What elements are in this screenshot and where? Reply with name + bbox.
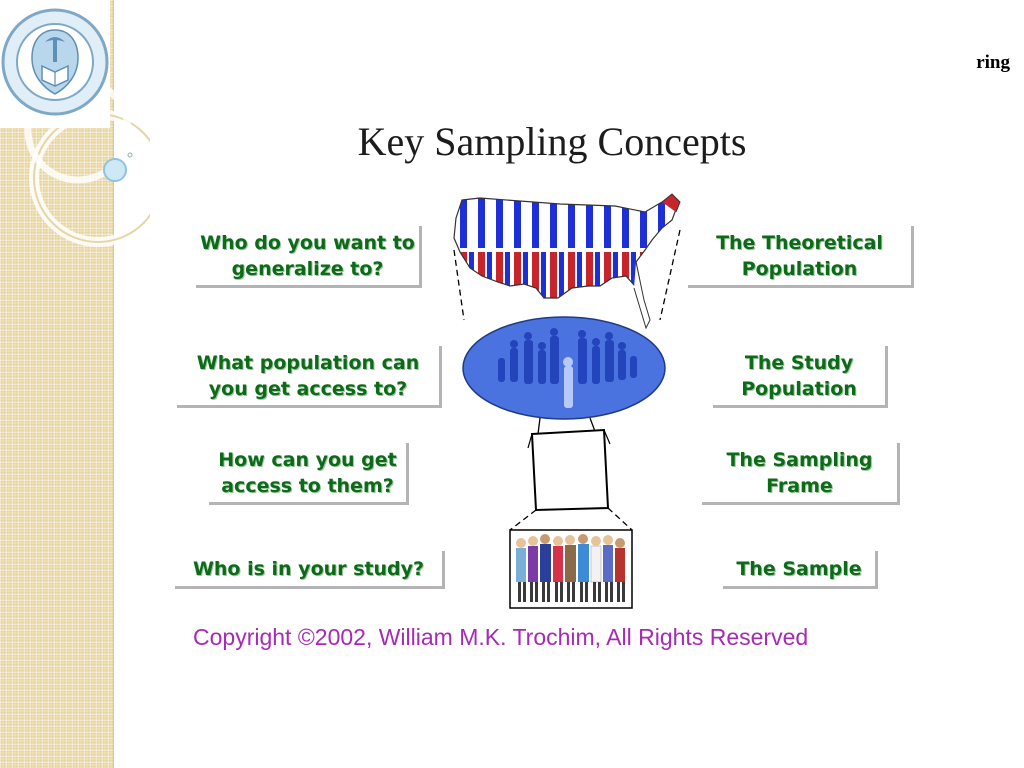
answer-sampling-frame: The Sampling Frame bbox=[702, 443, 900, 505]
question-access-population: What population can you get access to? bbox=[177, 346, 442, 408]
question-get-access: How can you get access to them? bbox=[209, 443, 409, 505]
answer-theoretical-population: The Theoretical Population bbox=[688, 226, 914, 288]
sample-people bbox=[516, 534, 625, 602]
crowd-silhouettes bbox=[498, 328, 637, 384]
question-who-in-study: Who is in your study? bbox=[175, 551, 445, 589]
sampling-illustration bbox=[453, 193, 681, 609]
question-generalize: Who do you want to generalize to? bbox=[196, 226, 422, 288]
header-fragment-text: ring bbox=[976, 52, 1010, 73]
university-logo-box bbox=[0, 0, 110, 128]
university-logo bbox=[1, 8, 109, 116]
answer-study-population: The Study Population bbox=[713, 346, 888, 408]
copyright-notice: Copyright ©2002, William M.K. Trochim, A… bbox=[193, 624, 809, 650]
answer-sample: The Sample bbox=[723, 551, 878, 589]
sampling-frame-box bbox=[530, 428, 610, 512]
slide-title: Key Sampling Concepts bbox=[357, 119, 747, 164]
